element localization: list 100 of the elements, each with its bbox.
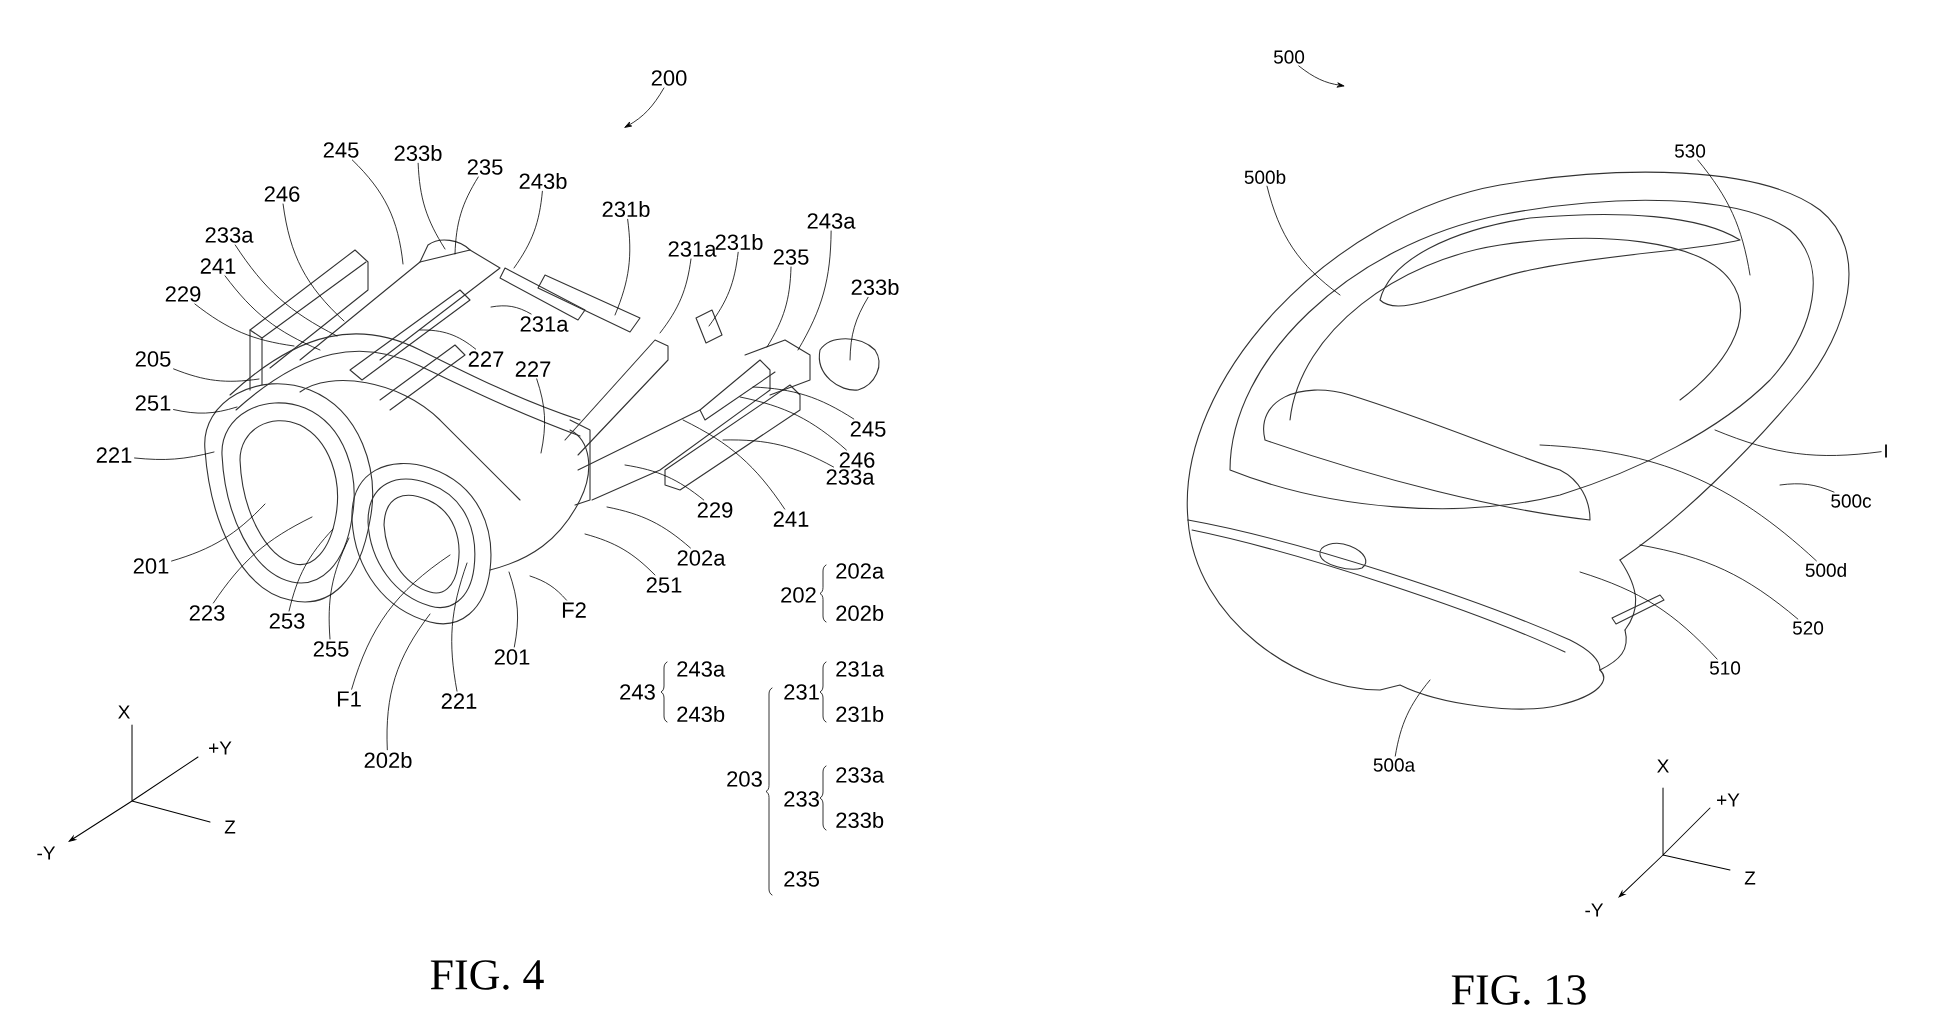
leader-line — [1298, 65, 1345, 88]
callout-number: 243b — [677, 705, 725, 723]
callout-number: 235 — [773, 249, 809, 265]
leader-line — [1697, 159, 1751, 276]
leader-line — [536, 378, 546, 454]
callout-number: 221 — [441, 693, 477, 709]
callout-number: 246 — [839, 452, 875, 468]
callout-number: 231b — [836, 705, 884, 723]
callout-number: 231b — [602, 200, 650, 218]
leader-line — [451, 562, 468, 692]
callout-number: 231a — [836, 661, 885, 677]
leader-line — [682, 419, 786, 510]
leader-line — [234, 244, 338, 337]
callout-number: 500c — [1831, 494, 1872, 508]
leader-line — [624, 87, 665, 128]
callout-number: 221 — [96, 447, 132, 463]
leader-line — [173, 406, 238, 414]
leader-line — [766, 266, 792, 348]
leader-line — [513, 190, 543, 269]
callout-number: 229 — [165, 286, 201, 302]
callout-number: 243 — [620, 684, 655, 700]
callout-number: 202b — [364, 751, 412, 769]
callout-number: 500b — [1244, 170, 1286, 184]
axis-label: X — [118, 705, 130, 719]
figure-caption: FIG. 13 — [1451, 975, 1586, 1005]
callout-number: 233a — [836, 767, 885, 783]
leader-line — [288, 528, 334, 612]
callout-number: I — [1885, 444, 1887, 458]
callout-number: F1 — [338, 691, 361, 707]
leader-line — [173, 368, 260, 382]
callout-number: 227 — [468, 351, 504, 367]
leader-line — [328, 537, 350, 640]
leader-line — [752, 386, 855, 420]
leader-line — [1266, 185, 1341, 296]
callout-number: 500a — [1373, 758, 1416, 772]
callout-number: 223 — [189, 605, 225, 621]
leader-line — [1539, 444, 1817, 562]
callout-number: 500 — [1273, 50, 1305, 64]
callout-number: 253 — [269, 613, 305, 629]
callout-number: 235 — [467, 159, 503, 175]
leader-line — [529, 575, 567, 601]
leader-line — [282, 203, 345, 322]
callout-number: F2 — [563, 602, 586, 618]
callout-number: 233a — [205, 227, 254, 243]
callout-number: 241 — [773, 511, 809, 527]
leader-line — [194, 303, 295, 347]
leader-line — [417, 162, 446, 250]
callout-number: 229 — [697, 502, 733, 518]
callout-number: 202a — [836, 563, 885, 579]
callout-number: 202 — [781, 587, 816, 603]
callout-number: 202b — [836, 604, 884, 622]
leader-line — [386, 613, 431, 751]
leader-line — [351, 554, 451, 690]
callout-number: 231a — [520, 316, 569, 332]
callout-number: 500d — [1805, 563, 1846, 577]
leader-line — [606, 506, 691, 549]
callout-number: 233b — [394, 144, 442, 162]
callout-number: 255 — [313, 641, 349, 657]
callout-number: 243a — [677, 661, 726, 677]
callout-number: 227 — [515, 361, 551, 377]
callout-number: 520 — [1792, 621, 1824, 635]
leader-line — [614, 218, 631, 316]
callout-number: 233a — [826, 469, 875, 485]
callout-number: 235 — [784, 871, 819, 887]
leader-line — [708, 251, 739, 327]
leader-line — [171, 503, 266, 562]
leader-line — [849, 296, 869, 361]
leader-line — [739, 396, 847, 451]
callout-number: 200 — [651, 70, 687, 86]
callout-number: 251 — [646, 577, 682, 593]
leader-line — [134, 451, 215, 460]
leader-line — [351, 159, 404, 265]
callout-number: 243b — [519, 172, 567, 190]
callout-number: 233 — [784, 791, 819, 807]
leader-line — [624, 464, 705, 501]
callout-number: 245 — [850, 421, 886, 437]
leader-line — [722, 439, 834, 468]
callout-number: 233b — [836, 811, 884, 829]
leader-line — [454, 176, 479, 255]
callout-number: 203 — [727, 771, 762, 787]
axis-label: -Y — [1585, 903, 1604, 917]
axis-label: Z — [224, 820, 236, 834]
axis-label: +Y — [1717, 793, 1740, 807]
leader-line — [1394, 679, 1431, 757]
callout-number: 205 — [135, 351, 171, 367]
figure-caption: FIG. 4 — [430, 960, 544, 990]
callout-number: 202a — [677, 550, 726, 566]
leader-line — [659, 258, 692, 334]
leader-line — [1779, 483, 1835, 493]
leader-line — [584, 533, 656, 576]
callout-number: 231b — [715, 233, 763, 251]
axis-label: X — [1657, 759, 1669, 773]
axis-label: Z — [1744, 871, 1756, 885]
leader-line — [213, 516, 313, 604]
leader-line — [1639, 544, 1799, 620]
leader-line — [224, 275, 321, 351]
callout-number: 231 — [784, 684, 819, 700]
callout-number: 201 — [494, 649, 530, 665]
leader-line — [490, 305, 532, 315]
callout-number: 251 — [135, 395, 171, 411]
